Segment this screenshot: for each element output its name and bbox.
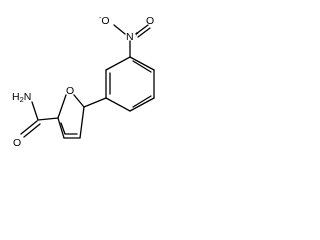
bond-lines bbox=[20, 24, 155, 139]
bond-furan-benzene bbox=[83, 97, 107, 108]
bond-furan-c3-c2 bbox=[57, 117, 65, 139]
bond-c-o-double-1 bbox=[20, 120, 38, 135]
bond-furan-c5-c4 bbox=[79, 106, 85, 139]
bond-nitro-o-minus bbox=[113, 24, 126, 35]
chemical-structure-diagram: H2N O O N+ -O O bbox=[12, 15, 155, 149]
bond-benzene-inner-2 bbox=[132, 60, 152, 73]
bond-benzene-2 bbox=[105, 56, 131, 71]
bond-c-o-double-2 bbox=[23, 123, 41, 138]
bond-amide-furan bbox=[37, 117, 59, 121]
bond-furan-c2-c3-inner bbox=[60, 122, 66, 135]
bond-benzene-5 bbox=[129, 97, 155, 112]
nitro-oxygen-double-label: O bbox=[146, 15, 154, 27]
bond-nitro-o-double-2 bbox=[137, 27, 151, 38]
bond-c-nh2 bbox=[31, 101, 39, 121]
bond-furan-o-c5 bbox=[73, 94, 85, 108]
furan-oxygen-label: O bbox=[66, 85, 74, 97]
bond-nitro-o-double-1 bbox=[135, 24, 149, 35]
amide-nh2-label: H2N bbox=[12, 91, 31, 104]
nitro-nitrogen-label: N+ bbox=[126, 31, 139, 43]
nitro-oxygen-minus-label: -O bbox=[99, 15, 110, 27]
bond-benzene-3 bbox=[129, 56, 155, 71]
atom-labels: H2N O O N+ -O O bbox=[12, 15, 154, 149]
bond-benzene-6 bbox=[105, 97, 131, 112]
bond-furan-c2-o bbox=[57, 94, 67, 119]
bond-benzene-inner-3 bbox=[132, 95, 152, 108]
amide-oxygen-label: O bbox=[13, 137, 21, 149]
